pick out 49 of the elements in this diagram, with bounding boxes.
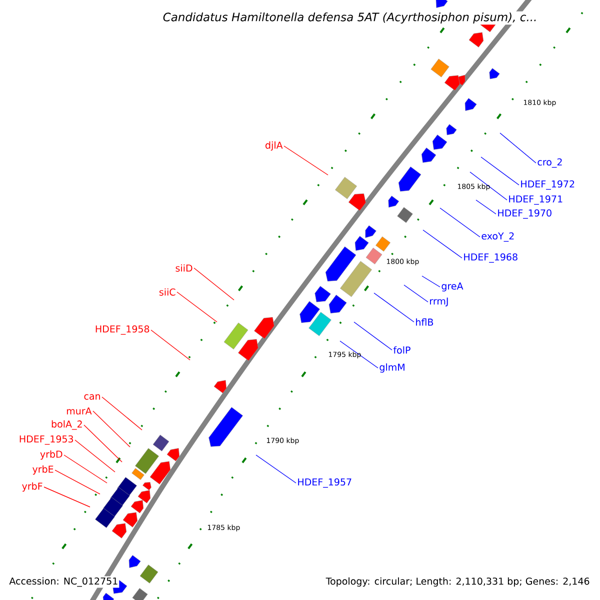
leader-line: [354, 322, 392, 350]
leader-line: [476, 200, 496, 214]
title: Candidatus Hamiltonella defensa 5AT (Acyrthosiphon pisum), c...: [162, 11, 538, 25]
leader-line: [194, 268, 234, 300]
leader-line: [102, 396, 142, 430]
gene-label: greA: [442, 282, 464, 292]
gene-label: HDEF_1953: [20, 435, 74, 445]
genome-info-text: Topology: circular; Length: 2,110,331 bp; Genes: 2,146: [324, 576, 591, 588]
leader-line: [440, 208, 480, 238]
gene-label: murA: [66, 407, 92, 415]
gene-label: yrbD: [40, 450, 62, 460]
leader-line: [256, 454, 296, 484]
leader-line: [92, 410, 130, 448]
gene-label: HDEF_1970: [498, 209, 552, 219]
gene-label: exoY_2: [482, 232, 514, 242]
leader-line: [470, 172, 508, 200]
leader-line: [284, 146, 328, 176]
gene-label: HDEF_1972: [521, 180, 574, 190]
leader-line: [54, 470, 100, 494]
gene-label: glmM: [380, 363, 404, 373]
gene-label: rrmJ: [430, 298, 448, 306]
gene-label: can: [84, 394, 100, 400]
leader-line: [404, 284, 428, 302]
gene-label: djlA: [266, 141, 283, 151]
gene-label: HDEF_1971: [509, 195, 562, 205]
gene-label: yrbE: [32, 465, 54, 475]
gene-label: cro_2: [538, 158, 562, 168]
gene-label: siiD: [176, 264, 192, 272]
gene-label: bolA_2: [52, 420, 82, 430]
gene-label: HDEF_1958: [96, 325, 150, 335]
leader-line: [150, 330, 190, 360]
leader-line: [374, 292, 414, 322]
leader-line: [500, 132, 536, 164]
gene-label: siiC: [159, 288, 176, 296]
leader-line: [422, 276, 440, 288]
gene-label: hflB: [416, 318, 434, 326]
leader-line: [64, 454, 108, 484]
leader-line: [74, 440, 116, 472]
gene-label: yrbF: [22, 482, 42, 492]
leader-line: [176, 292, 218, 322]
gene-label: HDEF_1957: [298, 478, 352, 488]
leader-line: [340, 340, 378, 368]
leader-line: [84, 424, 122, 462]
gene-label: folP: [393, 346, 410, 354]
gene-label: HDEF_1968: [464, 253, 518, 263]
leader-line: [480, 156, 520, 186]
accession-text: Accession: NC_012751: [8, 576, 120, 588]
leader-line: [422, 230, 462, 258]
leader-line: [44, 486, 90, 508]
